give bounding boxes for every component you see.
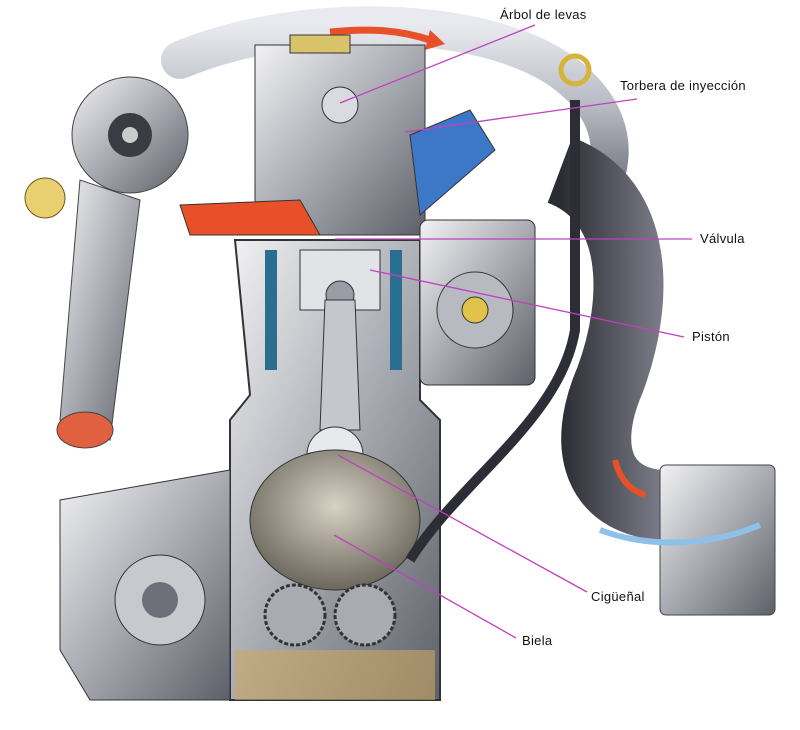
airflow-arrow-red [612, 459, 647, 498]
dipstick-ring [558, 53, 592, 87]
turbo-outlet [59, 179, 141, 441]
intake-pipe [161, 6, 629, 209]
label-camshaft: Árbol de levas [500, 7, 587, 22]
label-connecting-rod: Biela [522, 633, 553, 648]
label-injector: Torbera de inyección [620, 78, 746, 93]
label-valve: Válvula [700, 231, 745, 246]
dipstick [405, 100, 580, 563]
leader-line-crankshaft [337, 454, 588, 593]
camshaft [321, 86, 359, 124]
gear-left [263, 583, 327, 647]
label-crankshaft: Cigüeñal [591, 589, 645, 604]
airflow-arrow-blue [598, 522, 762, 546]
coolant-jacket-left [265, 250, 277, 370]
intercooler-hose [545, 137, 760, 540]
wastegate [24, 177, 66, 219]
label-piston: Pistón [692, 329, 730, 344]
connecting-rod [319, 299, 361, 431]
leader-line-connecting-rod [333, 534, 517, 639]
airflow-arrow-hot [329, 26, 432, 44]
leader-line-piston [369, 269, 685, 338]
injector-body [409, 109, 496, 216]
leader-line-camshaft [339, 24, 536, 104]
leader-line-injector [404, 98, 638, 133]
oil-pan [235, 650, 435, 700]
intake-port [179, 199, 321, 236]
coolant-jacket-right [390, 250, 402, 370]
gear-right [333, 583, 397, 647]
crankcase [249, 449, 421, 591]
